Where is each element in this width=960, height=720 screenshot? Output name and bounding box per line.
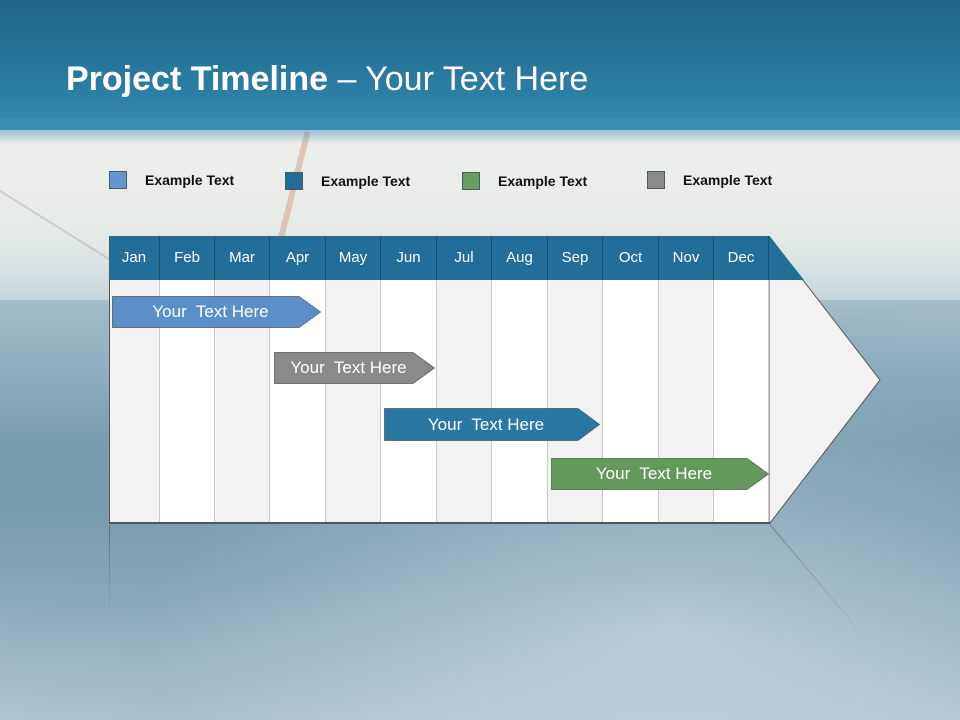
legend-swatch-2 (285, 172, 303, 190)
month-header-jan: Jan (109, 236, 160, 280)
task-arrow-4[interactable]: Your Text Here (551, 458, 769, 490)
month-header-mar: Mar (215, 236, 270, 280)
timeline-column-mar (215, 236, 270, 523)
timeline-arrowhead (769, 236, 881, 524)
task-label: Your Text Here (152, 302, 269, 321)
legend-label-1: Example Text (145, 172, 235, 188)
month-header-jun: Jun (381, 236, 437, 280)
legend-item-4[interactable]: Example Text (647, 171, 772, 189)
month-header-sep: Sep (548, 236, 603, 280)
timeline-frame-bottom (109, 522, 770, 524)
timeline-frame-left (109, 236, 110, 523)
task-label: Your Text Here (595, 464, 713, 483)
timeline-column-feb (160, 236, 215, 523)
title-bold: Project Timeline (66, 60, 329, 98)
legend-item-1[interactable]: Example Text (109, 171, 234, 189)
task-arrow-3[interactable]: Your Text Here (384, 408, 600, 441)
month-header-aug: Aug (492, 236, 548, 280)
month-header-feb: Feb (160, 236, 215, 280)
legend-label-3: Example Text (498, 173, 588, 189)
timeline-column-jan (109, 236, 160, 523)
legend-label-4: Example Text (683, 172, 773, 188)
task-arrow-shape (384, 408, 600, 441)
legend-item-2[interactable]: Example Text (285, 172, 410, 190)
task-arrow-shape (274, 352, 435, 384)
timeline-column-jul (437, 236, 492, 523)
legend-swatch-4 (647, 171, 665, 189)
month-header-oct: Oct (603, 236, 659, 280)
month-header-nov: Nov (659, 236, 714, 280)
legend-label-2: Example Text (321, 173, 411, 189)
task-arrow-shape (112, 296, 321, 328)
task-label: Your Text Here (427, 414, 545, 434)
legend-swatch-3 (462, 172, 480, 190)
legend-swatch-1 (109, 171, 127, 189)
title-rest: – Your Text Here (328, 60, 589, 98)
month-header-dec: Dec (714, 236, 769, 280)
header-fade (0, 118, 960, 144)
month-header-jul: Jul (437, 236, 492, 280)
timeline-column-aug (492, 236, 548, 523)
task-label: Your Text Here (290, 358, 407, 377)
month-header-may: May (326, 236, 381, 280)
header-bar (0, 0, 960, 130)
reflection-left (109, 525, 110, 620)
legend-item-3[interactable]: Example Text (462, 172, 587, 190)
page-title[interactable]: Project Timeline – Your Text Here (66, 60, 588, 99)
task-arrow-2[interactable]: Your Text Here (274, 352, 435, 384)
task-arrow-shape (551, 458, 769, 490)
month-header-apr: Apr (270, 236, 326, 280)
task-arrow-1[interactable]: Your Text Here (112, 296, 321, 328)
